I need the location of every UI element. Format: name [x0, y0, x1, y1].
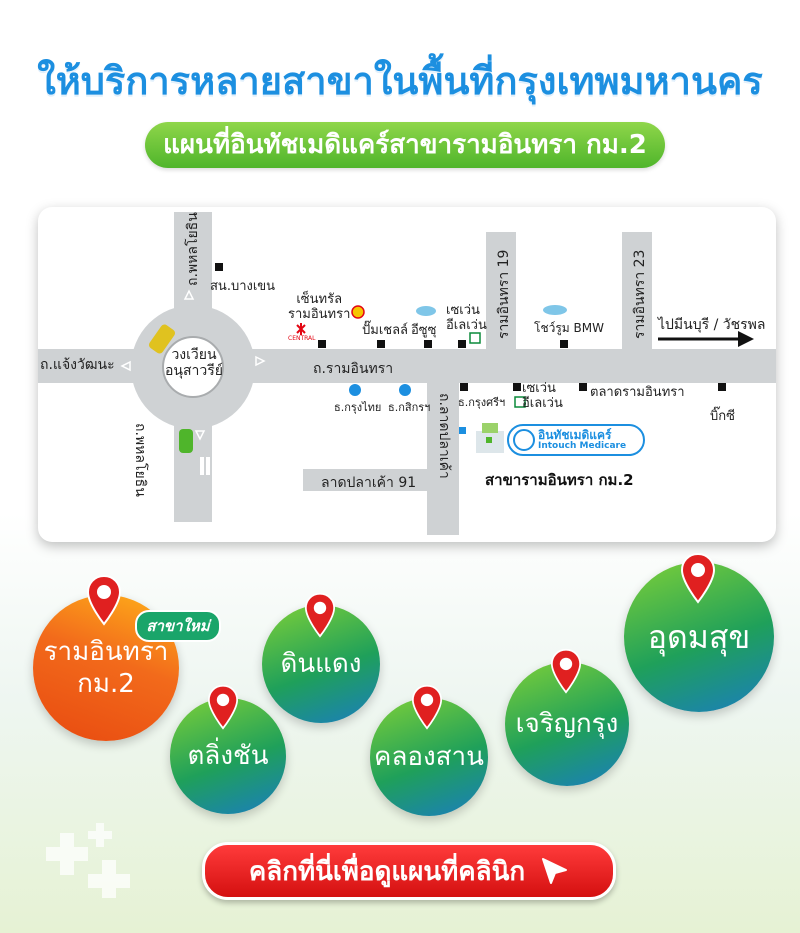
- shell-logo-icon: [351, 305, 365, 319]
- map-roads: [38, 212, 776, 535]
- map-pin-icon: [680, 552, 716, 604]
- road-lat-pla-khao-91: [303, 469, 427, 491]
- landmark-kbank: ธ.กสิกรฯ: [388, 401, 431, 414]
- landmark-central: เซ็นทรัล รามอินทรา: [288, 292, 351, 322]
- direction-arrow-icon: [738, 331, 754, 347]
- road-label-lat-pla-khao: ถ.ลาดปลาเค้า: [436, 393, 452, 479]
- clinic-building-icon: [476, 423, 504, 453]
- road-label-chaeng: ถ.แจ้งวัฒนะ: [40, 357, 115, 373]
- branch-udom-suk[interactable]: อุดมสุข: [624, 562, 774, 712]
- road-soi-19: [486, 232, 516, 349]
- road-label-soi-23: รามอินทรา 23: [632, 249, 648, 339]
- cta-label: คลิกที่นี่เพื่อดูแผนที่คลินิก: [248, 856, 526, 887]
- central-logo-text: CENTRAL: [288, 335, 316, 342]
- map-pin-icon: [550, 648, 582, 694]
- roundabout-label: วงเวียน อนุสาวรีย์: [165, 347, 223, 379]
- clinic-logo-pill: [507, 424, 645, 456]
- map-pin-icon: [304, 592, 336, 638]
- road-label-phahon-bottom: ถ.พหลโยธิน: [132, 423, 148, 497]
- landmark-shell: ปั๊มเชลล์: [362, 323, 409, 338]
- landmark-seven-bottom: เซเว่น อีเลเว่น: [522, 381, 563, 411]
- map-subtitle-banner: แผนที่อินทัชเมดิแคร์สาขารามอินทรา กม.2: [145, 122, 665, 168]
- central-logo-icon: [296, 323, 306, 335]
- road-label-lat-pla-khao-91: ลาดปลาเค้า 91: [321, 475, 417, 491]
- landmark-krungsri: ธ.กรุงศรีฯ: [458, 396, 506, 409]
- bmw-car-icon: [543, 305, 567, 315]
- map-pin-icon: [207, 684, 239, 730]
- car-yellow-icon: [148, 324, 176, 354]
- clinic-logo-icon: [513, 429, 535, 451]
- branch-khlong-san[interactable]: คลองสาน: [370, 698, 488, 816]
- bank-ktb-icon: [349, 384, 361, 396]
- map-pin-icon: [411, 684, 443, 730]
- clinic-logo-en: Intouch Medicare: [538, 441, 627, 451]
- landmark-ktb: ธ.กรุงไทย: [334, 401, 382, 414]
- page-title: ให้บริการหลายสาขาในพื้นที่กรุงเทพมหานคร: [37, 59, 763, 103]
- landmark-bangkhen: สน.บางเขน: [210, 279, 276, 294]
- decorative-cross-icon: [46, 823, 130, 898]
- roundabout-center: [162, 336, 224, 398]
- landmark-market: ตลาดรามอินทรา: [590, 385, 685, 400]
- clinic-marker-icon: [459, 427, 466, 434]
- landmark-seven-top: เซเว่น อีเลเว่น: [446, 303, 487, 333]
- branch-map: ถ.พหลโยธิน ถ.พหลโยธิน ถ.แจ้งวัฒนะ ถ.รามอ…: [38, 207, 776, 542]
- road-lat-pla-khao: [427, 383, 459, 535]
- road-soi-23: [622, 232, 652, 349]
- seven-eleven-icon: [514, 396, 526, 408]
- landmark-bigc: บิ๊กซี: [710, 409, 735, 424]
- cursor-arrow-icon: [542, 858, 568, 884]
- road-label-phahon-top: ถ.พหลโยธิน: [185, 212, 201, 286]
- map-pin-icon: [86, 574, 122, 626]
- view-clinic-map-button[interactable]: คลิกที่นี่เพื่อดูแผนที่คลินิก: [202, 842, 616, 900]
- landmark-bmw: โชว์รูม BMW: [534, 321, 604, 335]
- car-green-icon: [179, 429, 193, 453]
- road-label-ram-inthra: ถ.รามอินทรา: [313, 361, 394, 377]
- landmark-isuzu: อีซูซุ: [411, 323, 437, 338]
- seven-eleven-icon: [469, 332, 481, 344]
- isuzu-car-icon: [416, 306, 436, 316]
- clinic-branch-label: สาขารามอินทรา กม.2: [485, 471, 634, 489]
- bank-kbank-icon: [399, 384, 411, 396]
- new-branch-badge: สาขาใหม่: [135, 610, 221, 642]
- direction-label: ไปมีนบุรี / วัชรพล: [658, 317, 766, 333]
- road-label-soi-19: รามอินทรา 19: [496, 249, 512, 339]
- clinic-logo-thai: อินทัชเมดิแคร์: [538, 428, 612, 442]
